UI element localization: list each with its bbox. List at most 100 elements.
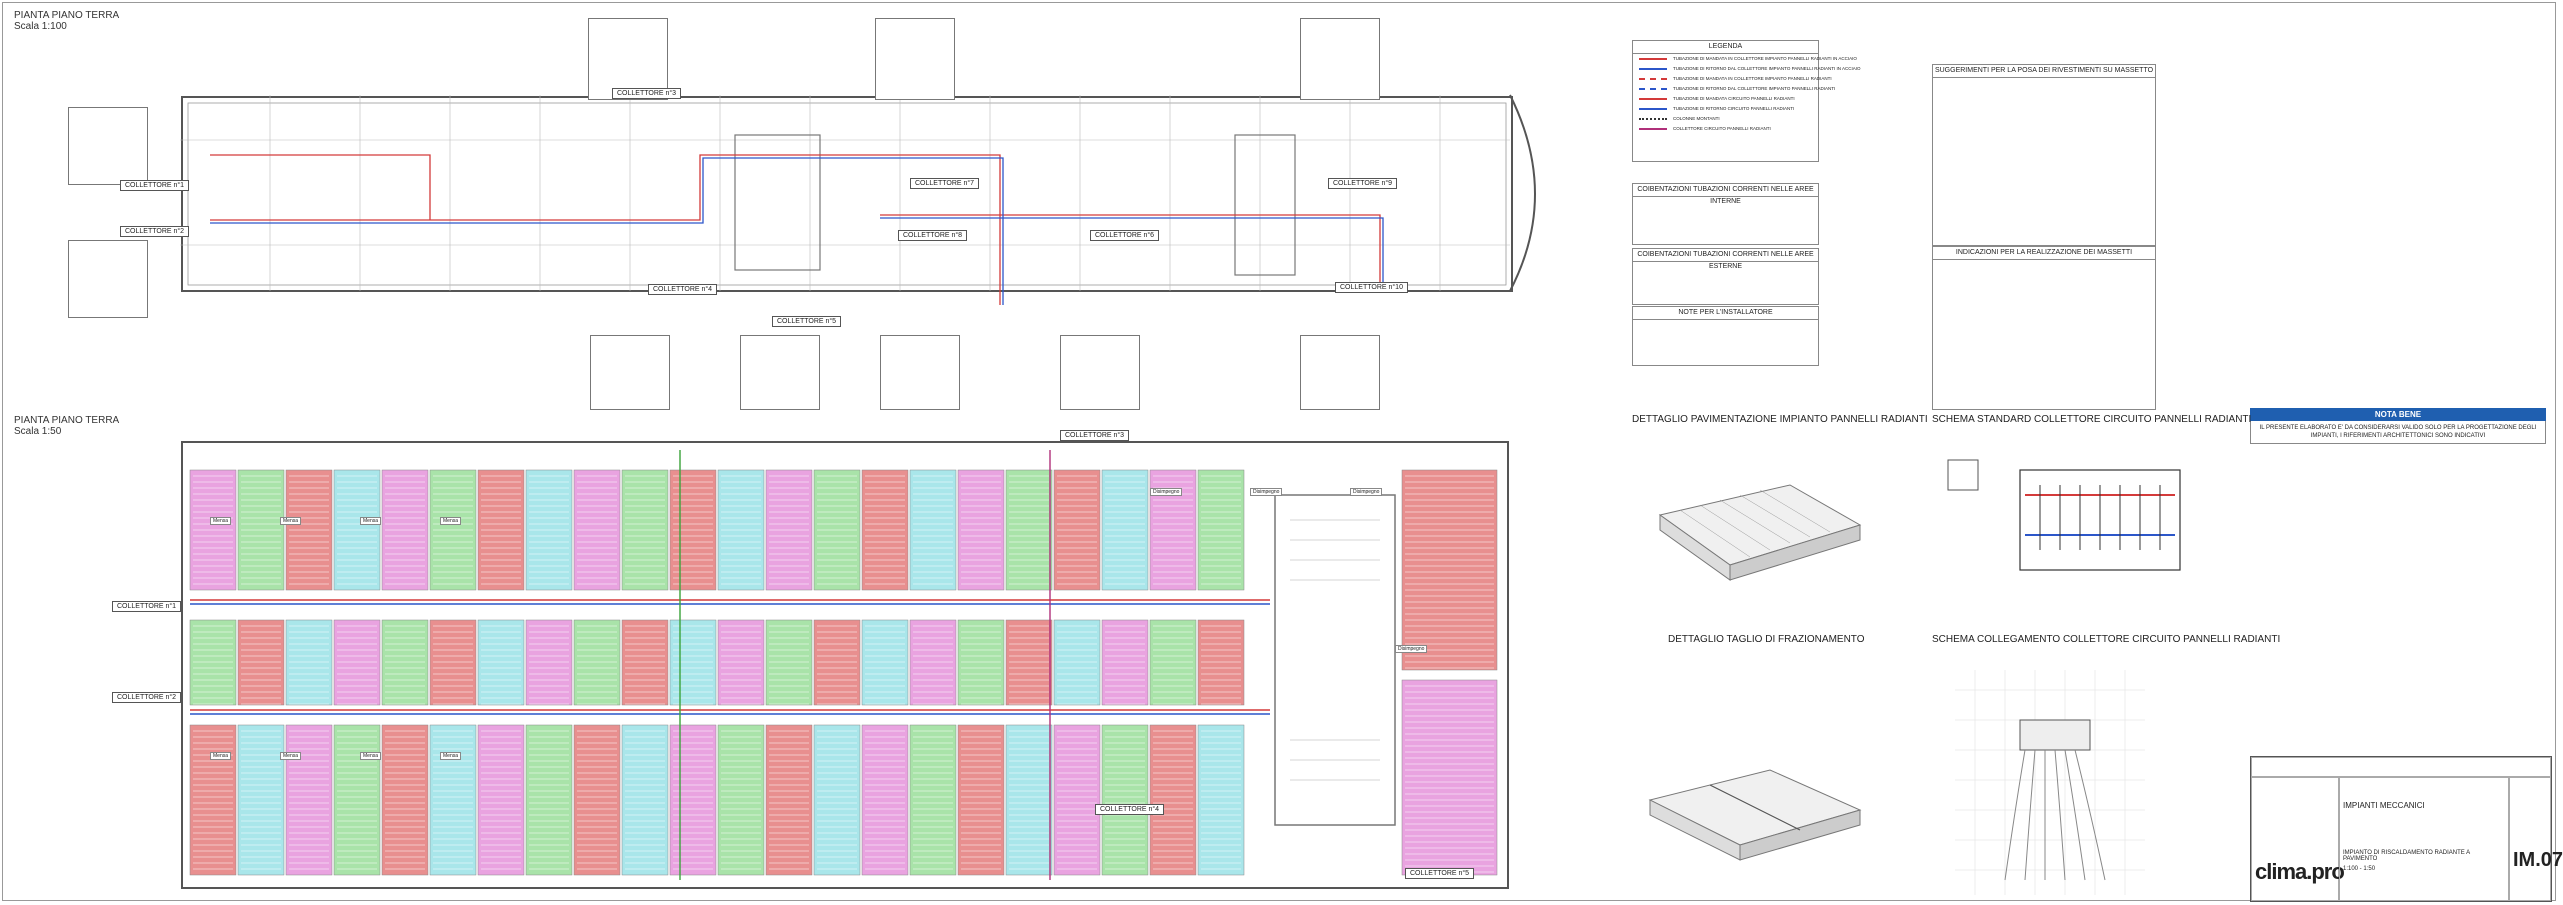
legend-row: TUBAZIONE DI RITORNO DAL COLLETTORE IMPI… bbox=[1633, 64, 1861, 74]
upper-return-pipes bbox=[210, 157, 1384, 305]
detail-taglio-drawing bbox=[1648, 769, 1862, 861]
radiant-zone bbox=[669, 724, 717, 876]
radiant-zone bbox=[909, 619, 957, 706]
radiant-zone bbox=[717, 724, 765, 876]
radiant-zone bbox=[381, 724, 429, 876]
indicazioni-panel: INDICAZIONI PER LA REALIZZAZIONE DEI MAS… bbox=[1932, 246, 2156, 410]
room-label: Mensa bbox=[360, 752, 382, 760]
legend-row: TUBAZIONE DI RITORNO DAL COLLETTORE IMPI… bbox=[1633, 84, 1835, 94]
title-block: clima.pro IMPIANTI MECCANICI IMPIANTO DI… bbox=[2250, 756, 2563, 902]
radiant-zone bbox=[621, 619, 669, 706]
detail-schema-collegamento-drawing bbox=[1955, 670, 2145, 895]
legend-row-text: TUBAZIONE DI RITORNO CIRCUITO PANNELLI R… bbox=[1673, 106, 1795, 111]
radiant-zone bbox=[957, 724, 1005, 876]
lower-plan-scale: Scala 1:50 bbox=[14, 426, 62, 437]
upper-stair-core bbox=[734, 134, 821, 271]
table-collettore-1 bbox=[68, 107, 148, 185]
radiant-zone bbox=[1101, 724, 1149, 876]
table-collettore-5 bbox=[740, 335, 820, 410]
radiant-zone bbox=[429, 724, 477, 876]
radiant-zone bbox=[381, 619, 429, 706]
upper-service-core bbox=[1234, 134, 1296, 276]
radiant-zone bbox=[333, 724, 381, 876]
legend-row: COLONNE MONTANTI bbox=[1633, 114, 1818, 124]
nota-bene-panel: NOTA BENE IL PRESENTE ELABORATO E' DA CO… bbox=[2250, 408, 2546, 444]
table-collettore-7 bbox=[875, 18, 955, 100]
radiant-zone bbox=[717, 619, 765, 706]
detail-schema-standard-title: SCHEMA STANDARD COLLETTORE CIRCUITO PANN… bbox=[1932, 414, 2252, 425]
lower-distribution-pipes bbox=[190, 450, 1270, 880]
indicazioni-title: INDICAZIONI PER LA REALIZZAZIONE DEI MAS… bbox=[1933, 247, 2155, 260]
title-block-scale: 1:100 - 1:50 bbox=[2343, 866, 2376, 872]
legend-row-text: TUBAZIONE DI MANDATA CIRCUITO PANNELLI R… bbox=[1673, 96, 1795, 101]
radiant-zone bbox=[909, 724, 957, 876]
radiant-zone bbox=[669, 619, 717, 706]
coib-esterne-panel: COIBENTAZIONI TUBAZIONI CORRENTI NELLE A… bbox=[1632, 248, 1819, 305]
lower-floor-plan bbox=[181, 441, 1509, 889]
room-label: Mensa bbox=[280, 752, 302, 760]
radiant-zone bbox=[285, 724, 333, 876]
room-label: Disimpegno bbox=[1395, 645, 1428, 653]
radiant-zone bbox=[477, 619, 525, 706]
legend-row-text: COLONNE MONTANTI bbox=[1673, 116, 1720, 121]
room-label: Mensa bbox=[360, 517, 382, 525]
upper-collector-label-3: COLLETTORE n°3 bbox=[612, 88, 682, 99]
lower-collector-label-5: COLLETTORE n°5 bbox=[1405, 868, 1475, 879]
upper-curved-wall bbox=[1509, 94, 1536, 292]
room-label: Mensa bbox=[210, 752, 232, 760]
legend-line-swatch bbox=[1639, 107, 1667, 110]
table-collettore-2 bbox=[68, 240, 148, 318]
radiant-zone bbox=[861, 619, 909, 706]
legend-row-text: TUBAZIONE DI MANDATA IN COLLETTORE IMPIA… bbox=[1673, 56, 1857, 61]
legend-line-swatch bbox=[1639, 97, 1667, 100]
note-installatore-panel: NOTE PER L'INSTALLATORE bbox=[1632, 306, 1819, 366]
table-collettore-9 bbox=[1300, 18, 1380, 100]
upper-collector-label-1: COLLETTORE n°1 bbox=[120, 180, 190, 191]
radiant-zone bbox=[1149, 619, 1197, 706]
radiant-zone bbox=[525, 619, 573, 706]
radiant-zone bbox=[333, 619, 381, 706]
upper-collector-label-8: COLLETTORE n°8 bbox=[898, 230, 968, 241]
radiant-zone bbox=[477, 724, 525, 876]
lower-plan-title-text: PIANTA PIANO TERRA bbox=[14, 415, 120, 426]
legend-line-swatch bbox=[1639, 77, 1667, 80]
radiant-zone bbox=[621, 724, 669, 876]
upper-plan-grid bbox=[180, 95, 1510, 291]
upper-plan-title: PIANTA PIANO TERRA Scala 1:100 bbox=[14, 10, 119, 32]
room-label: Mensa bbox=[280, 517, 302, 525]
radiant-zone bbox=[189, 724, 237, 876]
room-label: Mensa bbox=[210, 517, 232, 525]
upper-collector-label-4: COLLETTORE n°4 bbox=[648, 284, 718, 295]
clima-pro-logo: clima.pro bbox=[2255, 859, 2345, 884]
suggerimenti-title: SUGGERIMENTI PER LA POSA DEI RIVESTIMENT… bbox=[1933, 65, 2155, 78]
upper-plan-scale: Scala 1:100 bbox=[14, 21, 67, 32]
radiant-zone bbox=[1197, 619, 1245, 706]
radiant-zone bbox=[285, 619, 333, 706]
lower-collector-label-2: COLLETTORE n°2 bbox=[112, 692, 182, 703]
title-block-category: IMPIANTI MECCANICI bbox=[2343, 801, 2425, 810]
room-label: Mensa bbox=[440, 517, 462, 525]
coib-interne-panel: COIBENTAZIONI TUBAZIONI CORRENTI NELLE A… bbox=[1632, 183, 1819, 245]
coib-interne-title: COIBENTAZIONI TUBAZIONI CORRENTI NELLE A… bbox=[1633, 184, 1818, 205]
radiant-zone bbox=[1005, 619, 1053, 706]
radiant-zone bbox=[573, 619, 621, 706]
lower-plan-title: PIANTA PIANO TERRA Scala 1:50 bbox=[14, 415, 119, 437]
title-block-revisions bbox=[2251, 757, 2551, 777]
room-label: Mensa bbox=[440, 752, 462, 760]
legend-row-text: TUBAZIONE DI MANDATA IN COLLETTORE IMPIA… bbox=[1673, 76, 1832, 81]
room-label: Disimpegno bbox=[1250, 488, 1283, 496]
radiant-zone bbox=[573, 724, 621, 876]
table-collettore-6 bbox=[880, 335, 960, 410]
radiant-zone bbox=[1197, 724, 1245, 876]
legend-line-swatch bbox=[1639, 87, 1667, 90]
radiant-zone bbox=[1053, 619, 1101, 706]
radiant-zones bbox=[189, 469, 1498, 876]
radiant-zone bbox=[237, 619, 285, 706]
radiant-zone bbox=[813, 619, 861, 706]
nota-bene-title: NOTA BENE bbox=[2250, 408, 2546, 421]
legend-panel: LEGENDA TUBAZIONE DI MANDATA IN COLLETTO… bbox=[1632, 40, 1861, 162]
lower-collector-label-3: COLLETTORE n°3 bbox=[1060, 430, 1130, 441]
legend-row-text: COLLETTORE CIRCUITO PANNELLI RADIANTI bbox=[1673, 126, 1771, 131]
title-block-description: IMPIANTI MECCANICI IMPIANTO DI RISCALDAM… bbox=[2339, 777, 2509, 901]
detail-schema-collegamento-title: SCHEMA COLLEGAMENTO COLLETTORE CIRCUITO … bbox=[1932, 634, 2281, 645]
